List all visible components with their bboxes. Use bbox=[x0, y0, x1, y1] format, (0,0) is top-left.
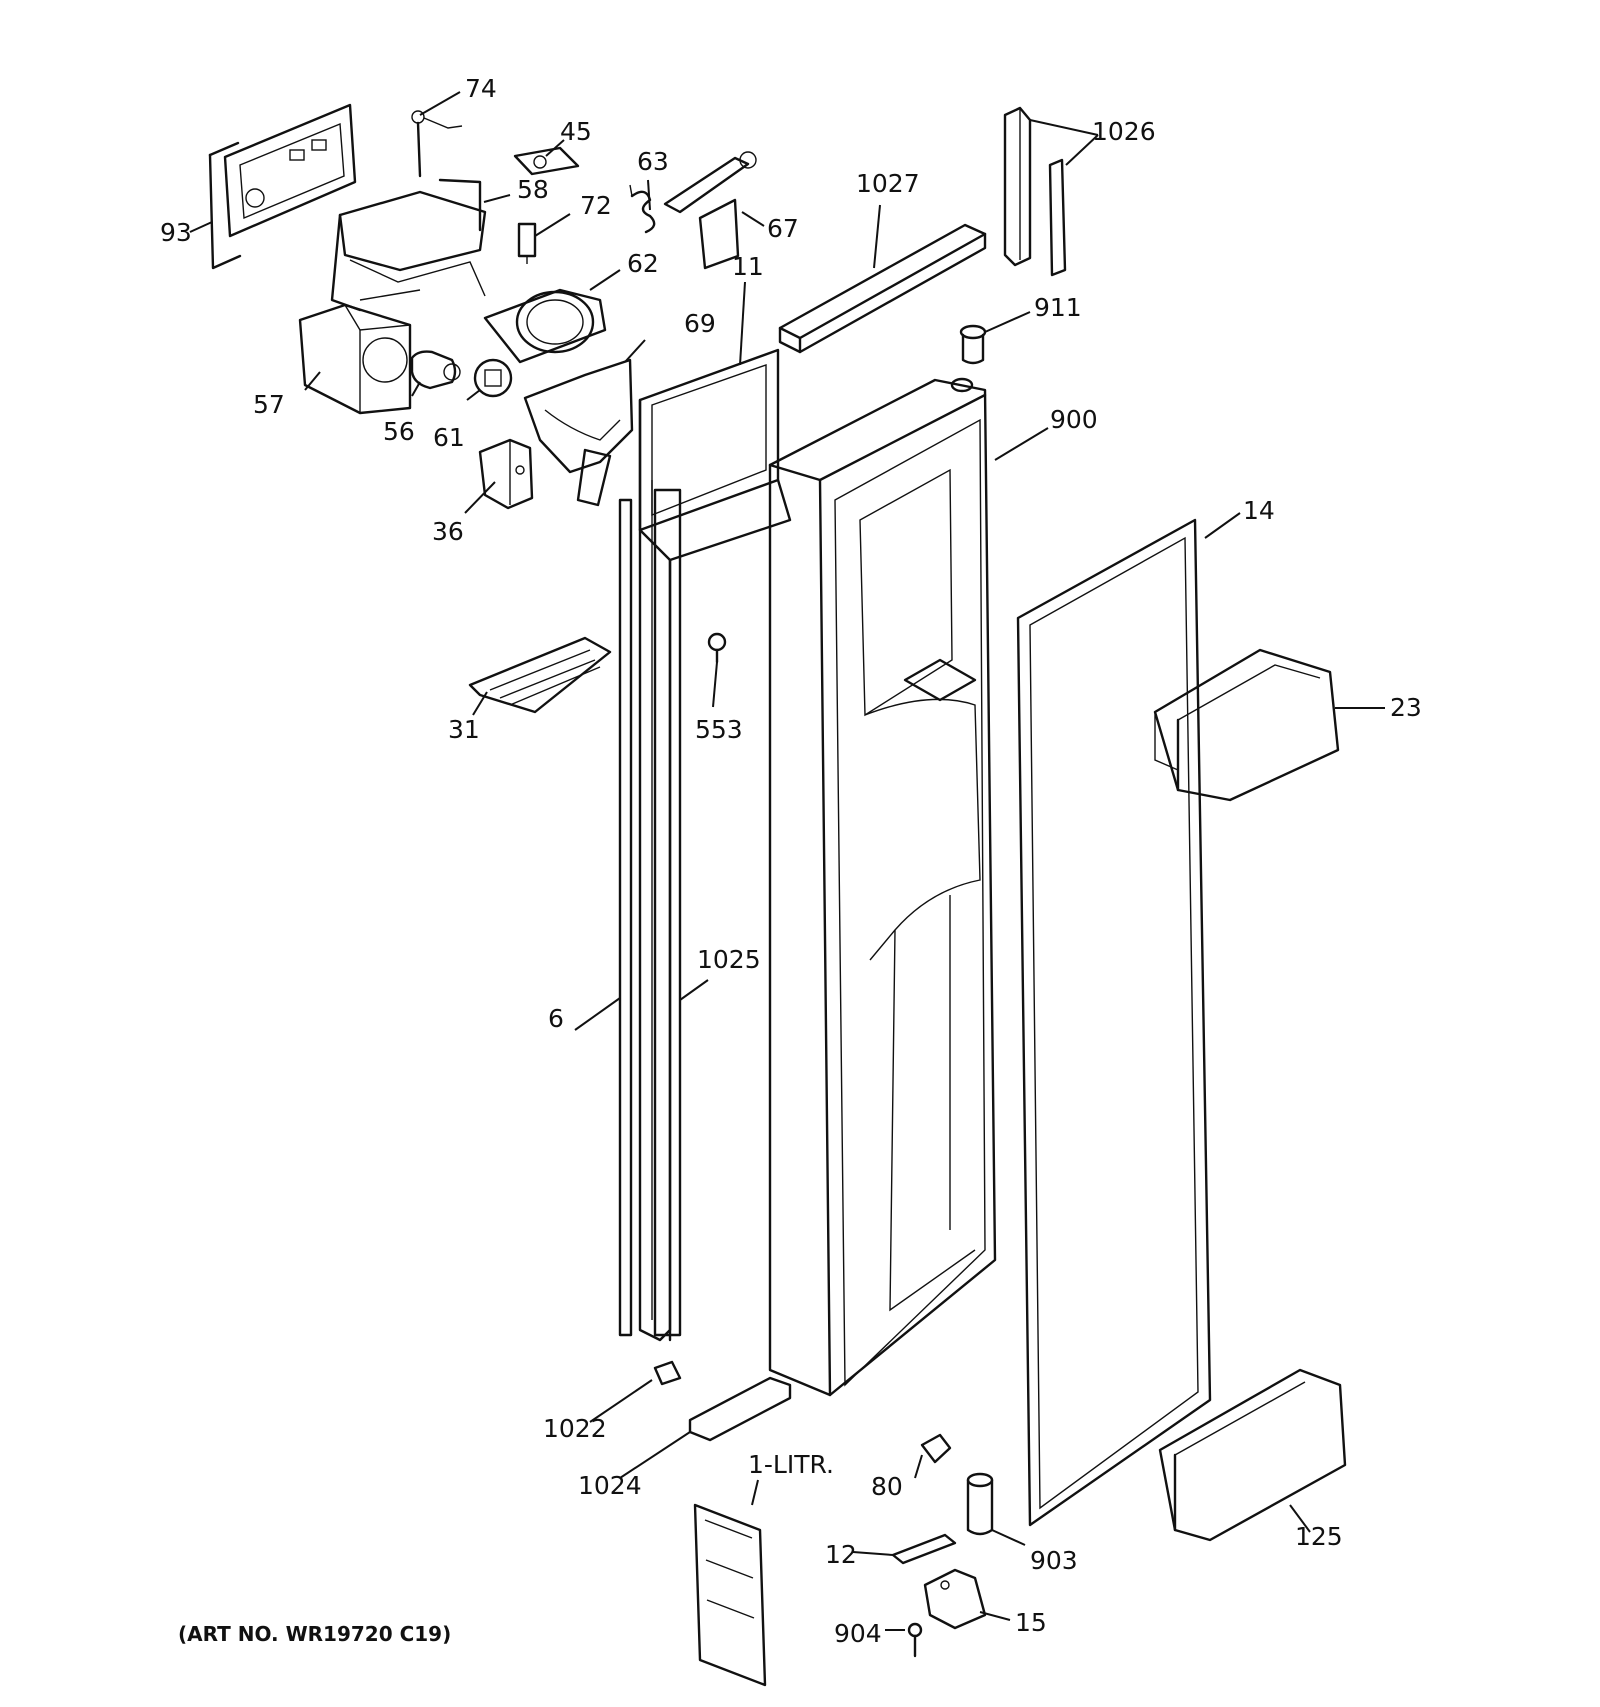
label-6: 6 bbox=[548, 1004, 564, 1033]
part-63-spring bbox=[629, 184, 656, 234]
part-900-door bbox=[768, 377, 997, 1397]
part-14-gasket bbox=[1016, 518, 1212, 1527]
art-number: (ART NO. WR19720 C19) bbox=[178, 1622, 451, 1646]
label-900: 900 bbox=[1050, 405, 1098, 434]
part-12-shim bbox=[891, 1533, 957, 1565]
part-69-funnel bbox=[523, 358, 634, 507]
label-1022: 1022 bbox=[543, 1414, 607, 1443]
label-31: 31 bbox=[448, 715, 480, 744]
label-36: 36 bbox=[432, 517, 464, 546]
label-904: 904 bbox=[834, 1619, 882, 1648]
label-903: 903 bbox=[1030, 1546, 1078, 1575]
label-69: 69 bbox=[684, 309, 716, 338]
part-1022-clip bbox=[653, 1360, 682, 1386]
label-61: 61 bbox=[433, 423, 465, 452]
label-1025: 1025 bbox=[697, 945, 761, 974]
part-56-auger bbox=[410, 350, 461, 390]
label-15: 15 bbox=[1015, 1608, 1047, 1637]
label-1027: 1027 bbox=[856, 169, 920, 198]
part-74-spring bbox=[411, 110, 463, 178]
part-903-pin bbox=[966, 1472, 994, 1536]
part-45-bracket bbox=[513, 146, 580, 176]
label-80: 80 bbox=[871, 1472, 903, 1501]
label-1024: 1024 bbox=[578, 1471, 642, 1500]
part-911-bushing bbox=[959, 324, 987, 365]
label-125: 125 bbox=[1295, 1522, 1343, 1551]
label-62: 62 bbox=[627, 249, 659, 278]
part-6-tube bbox=[618, 498, 633, 1337]
part-57-motor-housing bbox=[298, 303, 412, 415]
part-80-plug bbox=[920, 1433, 952, 1464]
label-45: 45 bbox=[560, 117, 592, 146]
label-56: 56 bbox=[383, 417, 415, 446]
part-904-screw bbox=[907, 1622, 923, 1658]
label-553: 553 bbox=[695, 715, 743, 744]
part-36-switch bbox=[478, 438, 534, 510]
label-74: 74 bbox=[465, 74, 497, 103]
label-911: 911 bbox=[1034, 293, 1082, 322]
label-67: 67 bbox=[767, 214, 799, 243]
label-58: 58 bbox=[517, 175, 549, 204]
label-57: 57 bbox=[253, 390, 285, 419]
part-1024-bracket bbox=[688, 1376, 792, 1442]
part-553-screw bbox=[707, 632, 727, 664]
part-93-control-panel bbox=[208, 103, 357, 270]
label-23: 23 bbox=[1390, 693, 1422, 722]
part-31-grille bbox=[468, 636, 612, 714]
label-12: 12 bbox=[825, 1540, 857, 1569]
part-61-gear bbox=[473, 358, 513, 398]
part-67-lever bbox=[663, 151, 757, 270]
part-58-housing bbox=[330, 178, 487, 312]
part-62-chute bbox=[483, 288, 607, 364]
part-1litr-literature bbox=[693, 1503, 767, 1687]
label-63: 63 bbox=[637, 147, 669, 176]
leader-lines bbox=[189, 91, 1385, 1631]
part-125-door-bin bbox=[1158, 1368, 1347, 1542]
part-11-recess-frame bbox=[638, 348, 792, 1342]
label-11: 11 bbox=[732, 252, 764, 281]
part-15-hinge bbox=[923, 1568, 987, 1630]
part-1025-channel bbox=[653, 488, 682, 1337]
label-1026: 1026 bbox=[1092, 117, 1156, 146]
label-93: 93 bbox=[160, 218, 192, 247]
part-1027-trim bbox=[778, 223, 987, 354]
label-72: 72 bbox=[580, 191, 612, 220]
label-14: 14 bbox=[1243, 496, 1275, 525]
part-23-door-bin bbox=[1153, 648, 1340, 802]
part-1026-trim bbox=[1003, 106, 1067, 277]
part-72-switch bbox=[517, 222, 537, 264]
label-1-litr: 1-LITR. bbox=[748, 1450, 834, 1479]
